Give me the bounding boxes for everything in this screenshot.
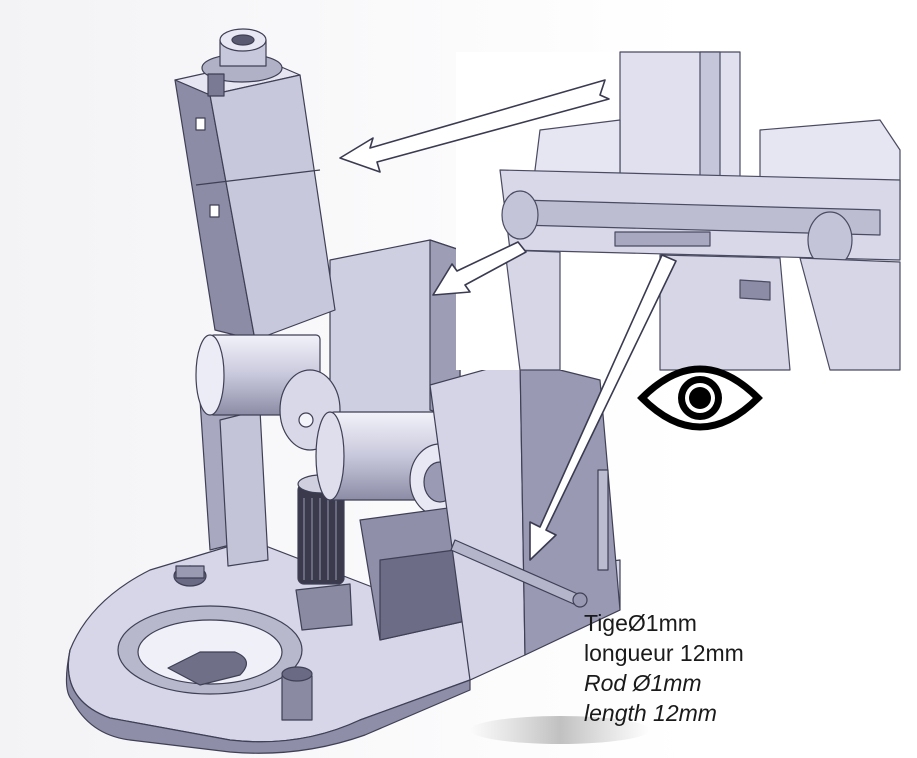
inset-rod (614, 231, 711, 247)
microscope-model (65, 28, 621, 754)
inset-lower-mid (659, 254, 791, 371)
callout-en-line1: Rod Ø1mm (584, 670, 702, 696)
floor-shadow (470, 716, 650, 744)
white-arrow-column (339, 79, 610, 173)
inset-lower-left (504, 249, 561, 371)
knob-front-body (281, 675, 313, 721)
column-window-2 (209, 204, 220, 218)
white-arrow-housing (432, 241, 527, 296)
eye-icon (637, 365, 763, 431)
inset-bore-left (501, 190, 539, 240)
callout-fr-line1: TigeØ1mm (584, 610, 697, 636)
inset-notch (739, 279, 771, 301)
base-plate-edge (65, 649, 471, 754)
white-arrow-rod (529, 254, 677, 561)
callout-fr-line2: longueur 12mm (584, 640, 744, 666)
rod-end (572, 592, 588, 608)
front-cylinder-end (315, 411, 345, 501)
right-plate-rail (597, 469, 609, 571)
eyepiece-hole (231, 34, 255, 46)
column-window-1 (195, 117, 206, 131)
knob-front-top (281, 666, 313, 682)
eye-pupil-icon (689, 387, 711, 409)
back-cylinder-end (195, 334, 225, 416)
column-side (209, 74, 336, 341)
back-flange-hole (298, 412, 314, 428)
detail-inset (456, 51, 917, 371)
pointer-arrows (339, 79, 677, 561)
column-seam (195, 169, 321, 186)
inset-lower-right (799, 257, 901, 371)
knurl-pattern (303, 498, 337, 580)
inset-stem-slot (699, 51, 721, 193)
eye-outline-icon (637, 365, 763, 431)
eyepiece-screw (207, 73, 225, 97)
stage-keyhole (167, 651, 247, 686)
callout-en-line2: length 12mm (584, 700, 717, 726)
knob-left-body (175, 565, 205, 579)
knob-clamp (295, 583, 353, 631)
rod-callout: TigeØ1mm longueur 12mm Rod Ø1mm length 1… (584, 608, 744, 728)
left-post-face (219, 409, 269, 567)
